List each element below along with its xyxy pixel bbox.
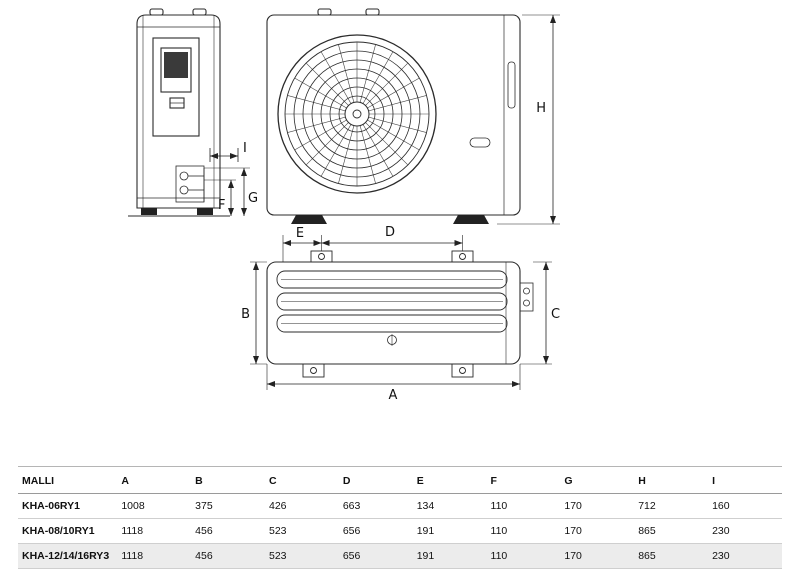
col-header-malli: MALLI <box>18 466 118 494</box>
col-header-g: G <box>560 466 635 494</box>
table-row: KHA-08/10RY1 1118 456 523 656 191 110 17… <box>18 518 782 544</box>
dim-value-f: 110 <box>486 518 561 544</box>
dim-value-h: 865 <box>634 518 709 544</box>
dim-label-b: B <box>241 307 250 322</box>
dim-value-a: 1118 <box>117 543 192 569</box>
dim-value-a: 1118 <box>117 518 192 544</box>
table-row: KHA-06RY1 1008 375 426 663 134 110 170 7… <box>18 493 782 519</box>
dim-value-g: 170 <box>560 493 635 519</box>
dim-value-c: 426 <box>265 493 339 519</box>
dimension-diagram: I F G <box>128 8 560 403</box>
col-header-h: H <box>634 466 709 494</box>
table-row: KHA-12/14/16RY3 1118 456 523 656 191 110… <box>18 543 782 569</box>
top-view <box>266 250 534 378</box>
dim-label-c: C <box>551 307 560 322</box>
front-view <box>266 8 521 224</box>
height-dimension <box>497 14 560 225</box>
dim-value-h: 865 <box>634 543 709 569</box>
model-name: KHA-12/14/16RY3 <box>18 543 118 569</box>
foot <box>141 208 157 215</box>
top-view-dimensions <box>250 235 552 390</box>
dim-value-b: 456 <box>191 518 265 544</box>
col-header-b: B <box>191 466 265 494</box>
side-view-dimensions <box>204 148 250 216</box>
dim-value-b: 375 <box>191 493 265 519</box>
dim-value-d: 663 <box>338 493 413 519</box>
dim-value-g: 170 <box>560 518 635 544</box>
model-name: KHA-08/10RY1 <box>18 518 118 544</box>
control-panel <box>152 37 200 137</box>
dim-value-f: 110 <box>486 543 561 569</box>
side-handle-slot <box>507 61 516 109</box>
dim-value-h: 712 <box>634 493 709 519</box>
dim-label-d: D <box>385 225 395 240</box>
dim-label-f: F <box>218 198 225 213</box>
top-vent <box>192 8 207 16</box>
dim-label-g: G <box>248 191 258 206</box>
dimensions-table: MALLI A B C D E F G H I KHA-06RY1 1008 3… <box>18 466 782 569</box>
dim-value-e: 134 <box>412 493 487 519</box>
dim-label-h: H <box>536 101 546 116</box>
dim-label-a: A <box>389 388 398 403</box>
dim-label-i: I <box>243 141 247 156</box>
top-vent <box>365 8 380 16</box>
dim-value-c: 523 <box>265 518 339 544</box>
dim-value-e: 191 <box>412 518 487 544</box>
fan-hub <box>344 101 370 127</box>
dim-value-i: 230 <box>708 543 782 569</box>
dim-value-e: 191 <box>412 543 487 569</box>
dim-value-g: 170 <box>560 543 635 569</box>
col-header-d: D <box>338 466 413 494</box>
dim-value-d: 656 <box>338 518 413 544</box>
model-name: KHA-06RY1 <box>18 493 118 519</box>
col-header-e: E <box>412 466 487 494</box>
col-header-f: F <box>486 466 561 494</box>
dim-label-e: E <box>296 226 304 241</box>
top-vent <box>317 8 332 16</box>
grille-slats <box>276 270 508 333</box>
pipe-bracket <box>519 282 534 312</box>
mounting-feet <box>302 250 474 378</box>
dim-value-a: 1008 <box>117 493 192 519</box>
top-vent <box>149 8 164 16</box>
col-header-c: C <box>265 466 339 494</box>
foot <box>453 215 489 224</box>
side-view <box>128 8 230 217</box>
dim-value-i: 230 <box>708 518 782 544</box>
dim-value-d: 656 <box>338 543 413 569</box>
col-header-a: A <box>117 466 192 494</box>
col-header-i: I <box>708 466 782 494</box>
badge <box>469 137 491 148</box>
fan-grille <box>277 34 437 194</box>
dim-value-f: 110 <box>486 493 561 519</box>
foot <box>291 215 327 224</box>
dim-value-c: 523 <box>265 543 339 569</box>
foot <box>197 208 213 215</box>
pipe-valves <box>175 165 205 203</box>
dim-value-b: 456 <box>191 543 265 569</box>
table-header-row: MALLI A B C D E F G H I <box>18 466 782 494</box>
dim-value-i: 160 <box>708 493 782 519</box>
